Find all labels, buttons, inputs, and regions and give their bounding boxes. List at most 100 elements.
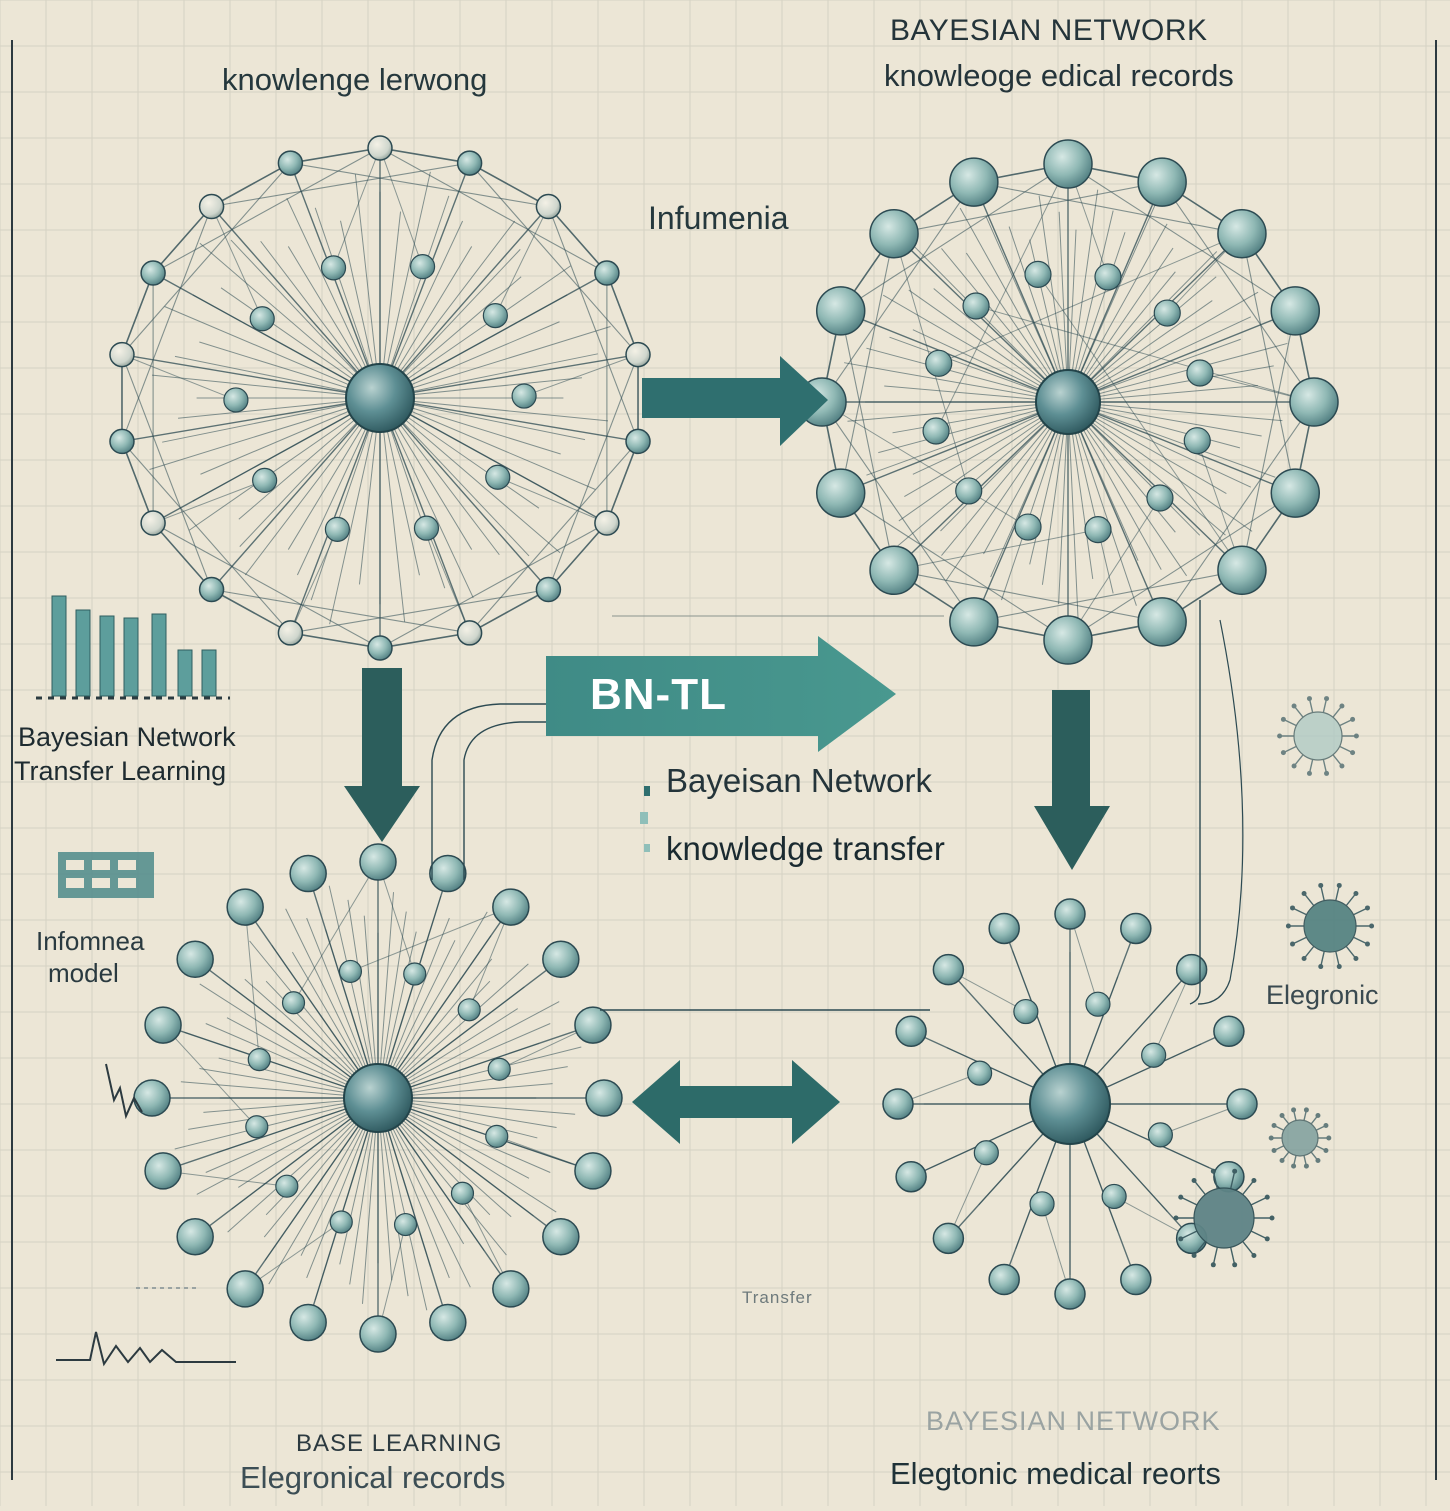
network-node <box>949 157 999 207</box>
network-bottom-left <box>133 843 623 1353</box>
edge-line <box>606 272 639 355</box>
spoke-line <box>328 885 379 1099</box>
network-node <box>429 1303 467 1342</box>
edge-line <box>379 206 549 399</box>
edge-line <box>469 162 549 208</box>
bntl-arrow <box>546 636 896 752</box>
left-model-label-2: model <box>48 958 119 988</box>
edge-line <box>290 588 549 634</box>
virus-spike-tip <box>1269 1215 1275 1221</box>
network-node <box>1014 513 1042 541</box>
edge-line <box>973 181 1069 403</box>
network-node <box>320 255 347 281</box>
building-window <box>92 878 110 888</box>
virus-spike-tip <box>1303 1163 1309 1169</box>
edge-line <box>162 1170 287 1187</box>
spoke-line <box>377 1097 428 1311</box>
virus-spike-tip <box>1251 1177 1257 1183</box>
virus-spike-tip <box>1210 1168 1216 1174</box>
network-node <box>962 292 990 320</box>
network-top-right <box>797 139 1339 665</box>
mini-bar <box>151 613 167 697</box>
network-node <box>625 341 651 368</box>
network-node <box>393 1212 418 1237</box>
center-text-1: Bayeisan Network <box>666 762 932 799</box>
bottom-right-label-2: Elegtonic medical reorts <box>890 1456 1221 1491</box>
building-window <box>118 878 136 888</box>
spoke-line <box>162 397 381 443</box>
edge-line <box>547 205 608 274</box>
spoke-line <box>379 195 450 399</box>
spoke-line <box>199 242 381 399</box>
network-node <box>895 1015 927 1048</box>
network-node <box>895 1160 927 1193</box>
network-node <box>1137 597 1187 647</box>
edge-line <box>377 1097 449 1323</box>
edge-line <box>211 588 470 634</box>
waveform-line <box>105 1063 143 1120</box>
network-node <box>281 991 306 1015</box>
edge-line <box>379 397 549 590</box>
network-node <box>252 467 278 493</box>
networks-layer <box>109 135 1339 1353</box>
virus-spike-tip <box>1326 1135 1332 1141</box>
edge-line <box>121 441 291 634</box>
virus-spike-tip <box>1173 1215 1179 1221</box>
top-right-subtitle: knowleoge edical records <box>884 58 1234 93</box>
edge-line <box>290 632 381 649</box>
network-node <box>1029 1191 1055 1217</box>
virus-spike-tip <box>1291 703 1297 709</box>
edge-line <box>379 147 608 274</box>
edge-line <box>840 401 1069 494</box>
spoke-line <box>914 246 1069 403</box>
spoke-line <box>354 174 381 399</box>
spoke-line <box>188 397 381 531</box>
spoke-line <box>377 1097 557 1213</box>
network-node <box>456 620 483 646</box>
spoke-line <box>1067 251 1218 403</box>
network-node <box>1085 991 1111 1017</box>
virus-spike-tip <box>1303 1107 1309 1113</box>
network-node <box>223 387 249 413</box>
edge-line <box>377 861 416 975</box>
edge-line <box>244 1097 379 1290</box>
virus-spike-tip <box>1251 1253 1257 1259</box>
spoke-line <box>285 908 379 1099</box>
network-node <box>457 998 481 1022</box>
network-node <box>1137 157 1187 207</box>
edge-line <box>121 353 381 399</box>
top-right-title: BAYESIAN NETWORK <box>890 14 1208 47</box>
edge-line <box>935 163 1069 432</box>
top-left-title: knowlenge lerwong <box>222 62 488 97</box>
edge-line <box>379 522 608 649</box>
virus-spike-tip <box>1339 703 1345 709</box>
virus-spike-tip <box>1306 770 1312 776</box>
network-node <box>485 1124 509 1148</box>
bottom-left-label-2: Elegronical records <box>240 1460 506 1495</box>
spoke-line <box>1067 189 1099 403</box>
network-node <box>140 510 166 536</box>
edge-line <box>840 233 895 494</box>
decor-layer <box>36 356 1375 1367</box>
network-node <box>625 428 651 455</box>
network-node <box>450 1181 475 1205</box>
center-text-2: knowledge transfer <box>666 830 945 867</box>
edge-line <box>1161 181 1315 403</box>
network-node <box>289 1303 327 1342</box>
edge-line <box>152 397 381 524</box>
network-node <box>1024 260 1052 288</box>
hub-node <box>1035 369 1101 435</box>
network-node <box>1217 545 1267 596</box>
network-node <box>456 150 483 176</box>
network-node <box>275 1174 299 1198</box>
spoke-line <box>898 401 1069 522</box>
network-node <box>988 1263 1020 1296</box>
connector-line <box>431 703 548 880</box>
edge-line <box>1067 181 1163 403</box>
top-center-label: Infumenia <box>648 200 789 236</box>
virus-spike-tip <box>1336 882 1342 888</box>
edge-line <box>1067 401 1296 494</box>
edge-line <box>152 272 381 399</box>
network-node <box>109 428 135 455</box>
